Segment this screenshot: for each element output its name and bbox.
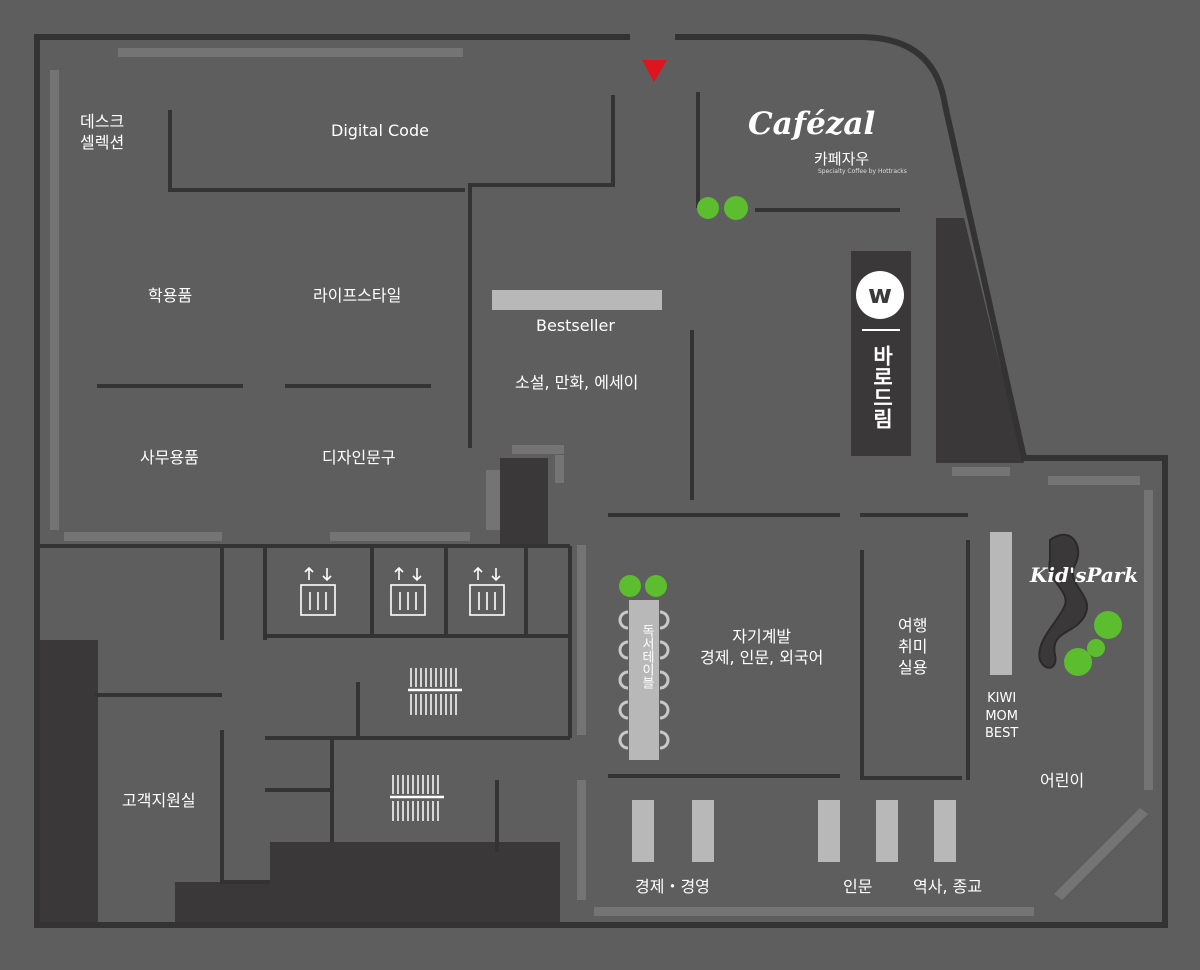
cafe-logo: Cafézal (748, 106, 876, 142)
zone-office-supplies: 사무용품 (140, 448, 199, 467)
zone-novels: 소설, 만화, 에세이 (515, 373, 639, 392)
cafe-subtitle: Specialty Coffee by Hottracks (818, 168, 907, 175)
zone-digital-code: Digital Code (331, 121, 429, 140)
zone-history: 역사, 종교 (913, 877, 983, 896)
shelves (50, 48, 1153, 916)
elevator-icon (300, 566, 336, 616)
zone-customer-support: 고객지원실 (122, 791, 196, 810)
zone-design-stationery: 디자인문구 (322, 448, 396, 467)
bestseller-display (492, 290, 662, 310)
reading-chairs (618, 610, 670, 750)
walls (34, 34, 1168, 928)
reading-table-label: 독서테이블 (639, 624, 654, 689)
display-fixtures (492, 290, 1012, 862)
zone-lifestyle: 라이프스타일 (313, 286, 402, 305)
kids-park-logo: Kid'sPark (1030, 563, 1139, 587)
kiwi-mom-display (990, 532, 1012, 675)
interior-walls (40, 92, 970, 884)
zone-economics: 경제・경영 (635, 877, 710, 896)
zone-children: 어린이 (1040, 771, 1085, 790)
barodream-logo-icon: w (856, 271, 904, 319)
escalator-icon (390, 775, 444, 821)
zone-bestseller: Bestseller (536, 316, 615, 335)
plant-icon (619, 196, 1122, 676)
reading-table (629, 600, 659, 760)
elevator-icon (469, 566, 505, 616)
zone-school-supplies: 학용품 (148, 286, 193, 305)
dark-areas (40, 218, 1024, 923)
kids-park-structure (1038, 533, 1088, 669)
elevator-icon (390, 566, 426, 616)
entrance-triangle-icon (642, 60, 667, 82)
barodream-label: 바로드림 (870, 345, 894, 429)
cafe-korean-name: 카페자우 (814, 150, 870, 168)
zone-humanities: 인문 (843, 877, 873, 896)
escalator-icon (408, 668, 462, 715)
